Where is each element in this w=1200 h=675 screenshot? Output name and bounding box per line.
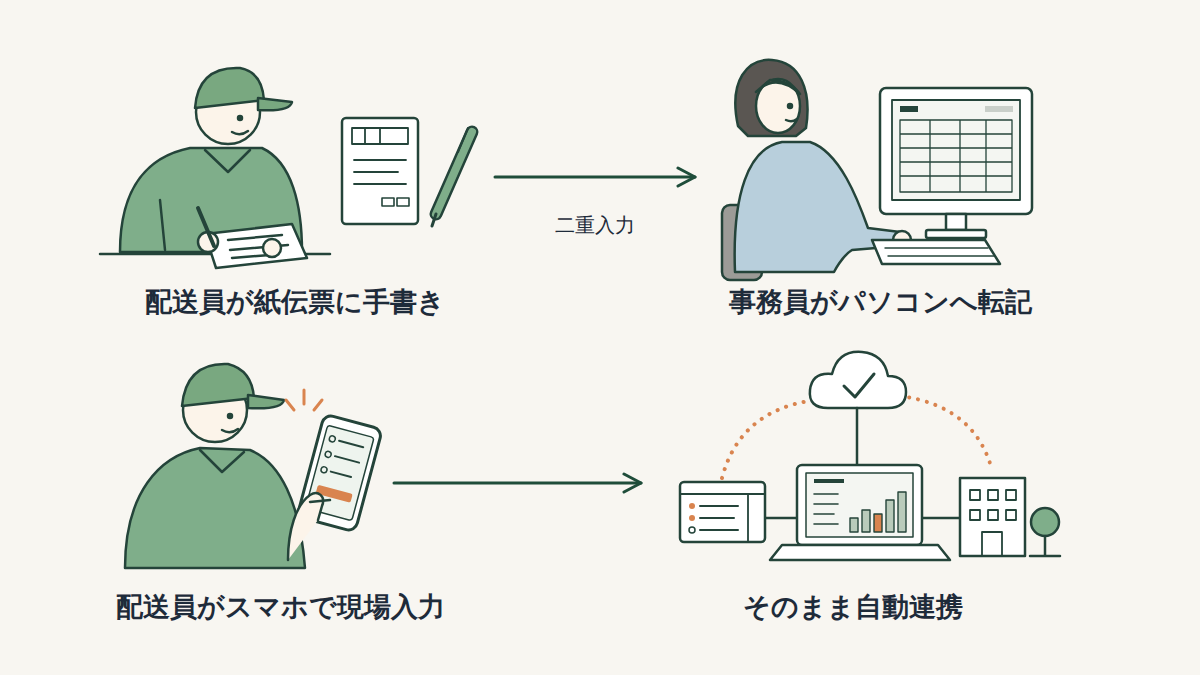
cloud-sync [680, 352, 1060, 560]
panel-caption: 配送員がスマホで現場入力 [100, 590, 460, 624]
edge-label: 二重入力 [495, 212, 695, 238]
illustration-panel: 配送員が紙伝票に手書き [110, 45, 490, 330]
illustration-panel: 事務員がパソコンへ転記 [700, 45, 1060, 330]
panel-caption: そのまま自動連携 [683, 590, 1023, 624]
paper-slip [342, 118, 418, 224]
pen [432, 128, 472, 226]
worker-smartphone [125, 364, 382, 568]
illustration-panel: そのまま自動連携 [645, 340, 1075, 635]
worker-writing [100, 68, 330, 268]
computer [872, 88, 1032, 264]
flow-arrow [495, 176, 695, 179]
illustration-panel: 配送員がスマホで現場入力 [110, 340, 390, 635]
flow-arrow [394, 482, 641, 485]
panel-caption: 配送員が紙伝票に手書き [125, 285, 465, 319]
sparkle [286, 390, 322, 410]
panel-caption: 事務員がパソコンへ転記 [700, 285, 1060, 319]
